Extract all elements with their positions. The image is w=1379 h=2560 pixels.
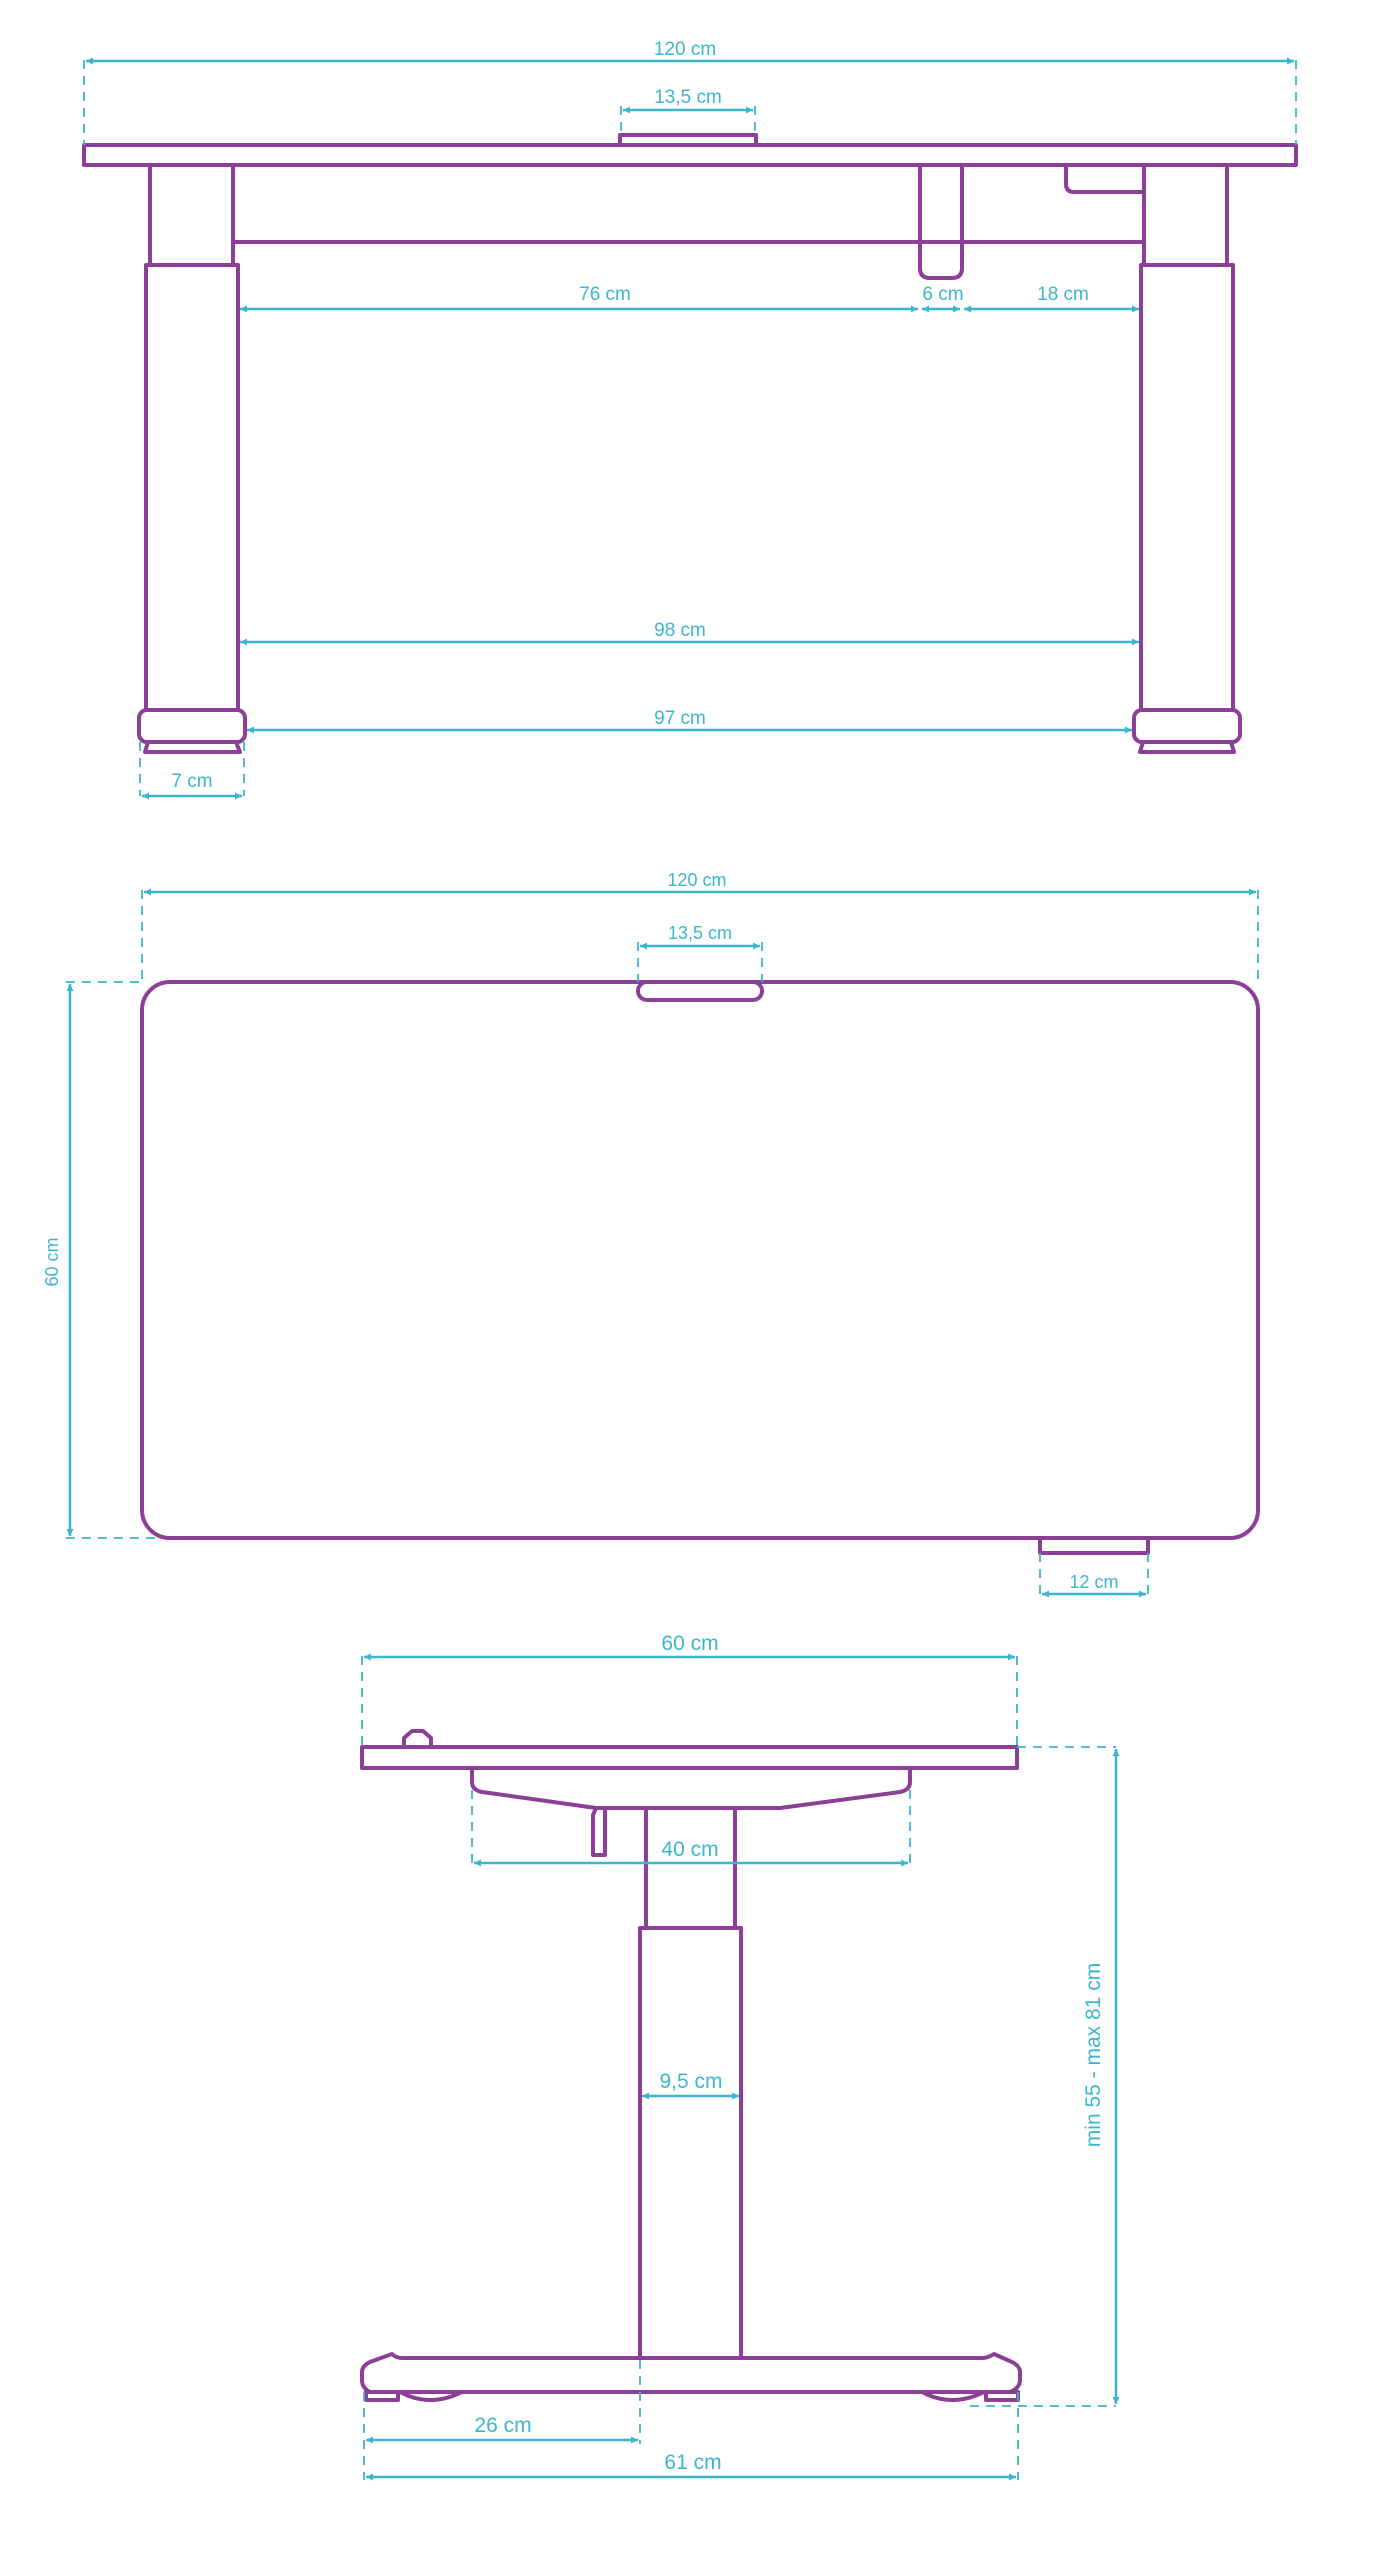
dim-between-legs-label: 98 cm xyxy=(654,620,706,641)
dim-foot-total-label: 61 cm xyxy=(664,2451,721,2474)
desk-top xyxy=(82,143,1298,167)
glider-left xyxy=(398,2390,464,2402)
left-foot xyxy=(137,708,247,744)
dim-height-label: min 55 - max 81 cm xyxy=(1082,1963,1105,2147)
dim-frame-label: 40 cm xyxy=(661,1838,718,1861)
dim-side-depth-label: 60 cm xyxy=(661,1632,718,1655)
right-foot xyxy=(1132,708,1242,744)
right-leg-upper xyxy=(1142,163,1229,267)
left-leg-upper xyxy=(148,163,235,267)
right-glider xyxy=(1138,740,1236,754)
dim-depth-label: 60 cm xyxy=(42,1237,62,1286)
dim-between-feet-label: 97 cm xyxy=(654,708,706,729)
left-leg-lower xyxy=(144,263,240,712)
side-view: 60 cm 40 cm 9,5 cm min 55 - max 81 cm 26… xyxy=(360,1632,1120,2481)
side-panel-plan xyxy=(1038,1536,1150,1555)
cable-bracket xyxy=(918,163,964,280)
glider-left-end xyxy=(364,2390,400,2402)
dim-panel-label: 12 cm xyxy=(1069,1572,1118,1592)
dim-foot-half-label: 26 cm xyxy=(474,2414,531,2437)
frame-clamp xyxy=(591,1806,607,1857)
foot-base xyxy=(360,2352,1022,2394)
column-lower xyxy=(638,1926,743,2362)
desk-top-side xyxy=(360,1745,1019,1770)
front-view: 120 cm 13,5 cm 76 cm 6 cm 18 cm 98 cm 97… xyxy=(82,39,1298,800)
control-panel-plan xyxy=(636,980,764,1002)
dim-inner-gap-label: 76 cm xyxy=(579,284,631,305)
dim-width-label: 120 cm xyxy=(654,39,716,60)
right-leg-lower xyxy=(1139,263,1235,712)
dim-control-label: 13,5 cm xyxy=(654,87,722,108)
dim-top-width-label: 120 cm xyxy=(667,870,726,890)
control-panel xyxy=(618,133,758,147)
frame-bracket xyxy=(470,1766,912,1810)
dim-bracket-label: 6 cm xyxy=(922,284,963,305)
dim-foot-label: 7 cm xyxy=(171,771,212,792)
control-knob xyxy=(402,1729,433,1749)
column-upper xyxy=(644,1806,737,1930)
dim-right-gap-label: 18 cm xyxy=(1037,284,1089,305)
top-view: 120 cm 13,5 cm 60 cm 12 cm xyxy=(42,870,1260,1598)
dim-top-control-label: 13,5 cm xyxy=(668,923,732,943)
glider-right xyxy=(920,2390,986,2402)
dim-column-label: 9,5 cm xyxy=(659,2070,722,2093)
desk-top-plan xyxy=(140,980,1260,1540)
left-glider xyxy=(143,740,242,754)
glider-right-end xyxy=(984,2390,1020,2402)
